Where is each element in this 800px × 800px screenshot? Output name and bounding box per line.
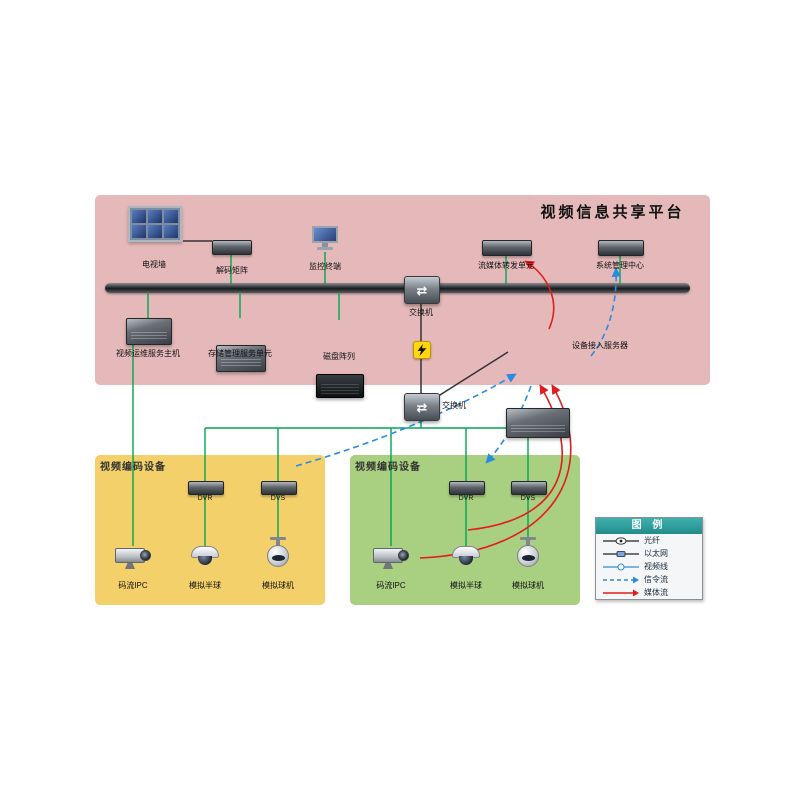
fiber-line-icon	[603, 536, 639, 545]
dome-camera-right-label: 模拟半球	[450, 581, 482, 590]
switch-top-icon: ⇄	[404, 276, 440, 304]
ipc-camera-left-label: 码流IPC	[118, 581, 148, 590]
decoder-label: 解码矩阵	[216, 266, 248, 275]
legend-label: 光纤	[644, 536, 660, 545]
tv-wall-label: 电视墙	[142, 260, 166, 269]
dome-camera-left-label: 模拟半球	[189, 581, 221, 590]
legend-item-fiber: 光纤	[596, 534, 702, 547]
signaling-arrow-icon	[603, 576, 639, 583]
ops-host-label: 视频运维服务主机	[116, 349, 180, 358]
stream-forward-unit-icon	[482, 240, 532, 256]
dvs-left-label: DVS	[270, 495, 286, 502]
monitor-terminal-icon	[312, 226, 338, 250]
ball-camera-right-label: 模拟球机	[512, 581, 544, 590]
ipc-camera-right-icon	[373, 546, 409, 570]
zone-left-title: 视频编码设备	[100, 462, 166, 473]
disk-array-label: 磁盘阵列	[323, 352, 355, 361]
storage-mgmt-unit-label: 存储管理服务单元	[208, 349, 272, 358]
dvr-right-icon	[449, 481, 485, 495]
legend-label: 以太网	[644, 549, 668, 558]
dvr-left-icon	[188, 481, 224, 495]
disk-array-icon	[316, 374, 364, 398]
legend-label: 媒体流	[644, 588, 668, 597]
ipc-camera-left-icon	[115, 546, 151, 570]
legend-label: 信令流	[644, 575, 668, 584]
legend: 图 例 光纤 以太网 视频线	[595, 517, 703, 600]
access-server-icon	[506, 408, 570, 438]
legend-title: 图 例	[596, 518, 702, 534]
switch-top-label: 交换机	[409, 308, 433, 317]
decoder-icon	[212, 240, 252, 255]
switch-mid-icon: ⇄	[404, 393, 440, 421]
system-mgmt-center-label: 系统管理中心	[596, 261, 644, 270]
ops-host-icon	[126, 318, 172, 345]
legend-label: 视频线	[644, 562, 668, 571]
switch-mid-label: 交换机	[442, 401, 466, 410]
stream-forward-unit-label: 流媒体转发单元	[478, 261, 534, 270]
access-server-label: 设备接入服务器	[572, 341, 628, 350]
ethernet-line-icon	[603, 550, 639, 557]
tv-wall-icon	[128, 206, 182, 242]
switch-arrows-icon: ⇄	[416, 282, 428, 298]
legend-item-signaling-flow: 信令流	[596, 573, 702, 586]
dvs-right-label: DVS	[520, 495, 536, 502]
dome-camera-right-icon	[452, 546, 480, 566]
legend-item-ethernet: 以太网	[596, 547, 702, 560]
dvs-left-icon	[261, 481, 297, 495]
dvs-right-icon	[511, 481, 547, 495]
monitor-terminal-label: 监控终端	[309, 262, 341, 271]
ball-camera-left-label: 模拟球机	[262, 581, 294, 590]
surge-protector-icon	[413, 341, 431, 359]
backbone-bus	[105, 283, 690, 293]
ball-camera-right-icon	[516, 537, 540, 569]
storage-mgmt-unit-icon	[216, 345, 266, 372]
dome-camera-left-icon	[191, 546, 219, 566]
legend-item-video-cable: 视频线	[596, 560, 702, 573]
media-arrow-icon	[603, 589, 639, 596]
system-mgmt-center-icon	[598, 240, 644, 256]
switch-arrows-icon: ⇄	[416, 399, 428, 415]
legend-item-media-flow: 媒体流	[596, 586, 702, 599]
diagram-title: 视频信息共享平台	[540, 204, 685, 221]
ball-camera-left-icon	[266, 537, 290, 569]
dvr-left-label: DVR	[197, 495, 213, 502]
video-line-icon	[603, 563, 639, 570]
ipc-camera-right-label: 码流IPC	[376, 581, 406, 590]
zone-right-title: 视频编码设备	[355, 462, 421, 473]
dvr-right-label: DVR	[458, 495, 474, 502]
